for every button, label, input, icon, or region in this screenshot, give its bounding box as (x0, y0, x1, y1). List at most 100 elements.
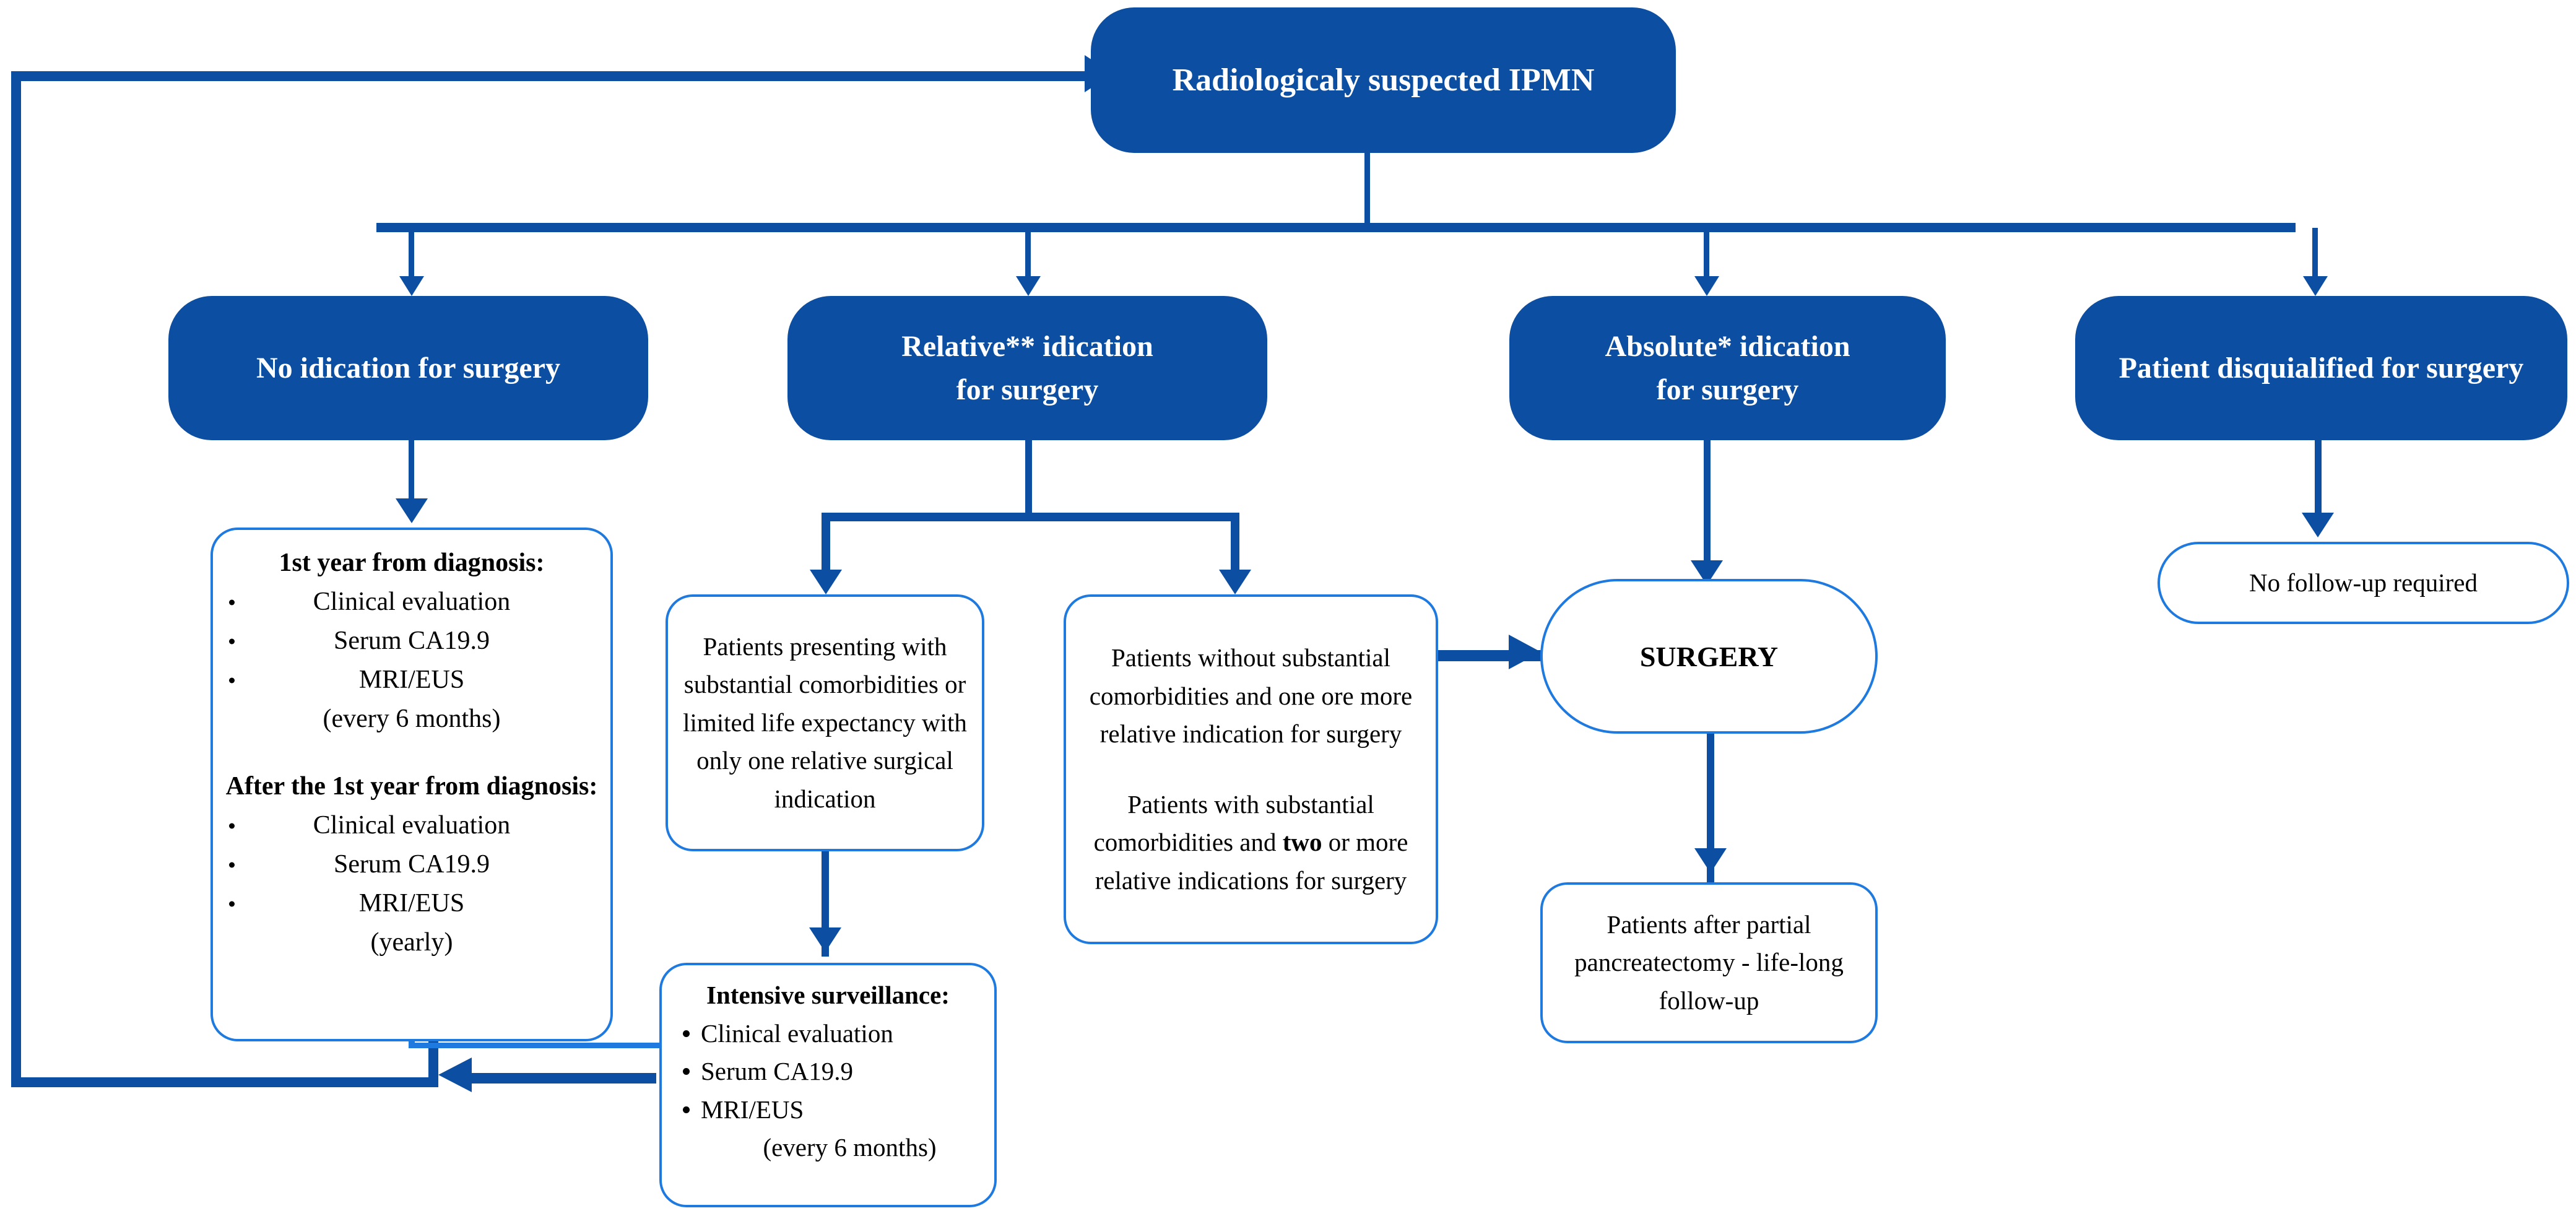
connector-no-indication-to-surveillance (409, 440, 414, 508)
node-label-line1: Relative** idication (901, 329, 1153, 363)
connector-surgery-to-postop (1707, 734, 1714, 882)
postop-line: Patients after partial (1607, 910, 1811, 939)
arrow-to-disqualified (2303, 276, 2328, 296)
candidates-line-with-emphasis: comorbidities and two or more (1076, 823, 1426, 862)
comorbid-line: only one relative surgical (696, 746, 953, 775)
node-surveillance-schedule[interactable]: 1st year from diagnosis: Clinical evalua… (210, 528, 613, 1041)
connector-relative-stem (1025, 440, 1032, 520)
intensive-item: Clinical evaluation (701, 1018, 893, 1048)
feedback-loop-bottom-line (11, 1077, 438, 1087)
surveillance-item-row: Serum CA19.9 (223, 845, 601, 884)
relative-split-right-drop (1231, 513, 1239, 587)
candidates-emphasis-two: two (1282, 828, 1322, 856)
surveillance-to-feedback-line (409, 1043, 755, 1048)
node-no-followup-required[interactable]: No follow-up required (2158, 542, 2569, 624)
node-label: Radiologicaly suspected IPMN (1172, 62, 1595, 98)
intensive-frequency: (every 6 months) (763, 1133, 937, 1162)
relative-split-left-drop (822, 513, 830, 587)
candidates-line: Patients with substantial (1127, 789, 1374, 819)
node-no-indication-for-surgery[interactable]: No idication for surgery (168, 296, 648, 440)
node-surgical-candidates[interactable]: Patients without substantial comorbiditi… (1064, 594, 1438, 944)
node-label: No idication for surgery (256, 351, 561, 384)
intensive-to-feedback-line (471, 1073, 656, 1084)
bullet-icon (229, 599, 235, 605)
surveillance-item-row: Clinical evaluation (223, 806, 601, 845)
surveillance-item: MRI/EUS (358, 889, 465, 918)
surveillance-item-row: Serum CA19.9 (223, 622, 601, 661)
node-surgery[interactable]: SURGERY (1540, 579, 1878, 734)
bullet-icon (683, 1106, 690, 1113)
bullet-icon (229, 638, 235, 644)
node-absolute-indication-for-surgery[interactable]: Absolute* idication for surgery (1509, 296, 1946, 440)
surveillance-heading-first-year: 1st year from diagnosis: (279, 549, 545, 577)
connector-absolute-to-surgery (1704, 440, 1711, 570)
feedback-loop-left-rail (11, 71, 21, 1087)
intensive-item-row: Serum CA19.9 (672, 1053, 984, 1091)
bullet-icon (229, 901, 235, 906)
intensive-item: MRI/EUS (701, 1095, 804, 1124)
dropper-disqualified (2312, 228, 2318, 290)
intensive-item: Serum CA19.9 (701, 1057, 853, 1085)
node-label-line2: for surgery (1656, 373, 1799, 406)
intensive-item-row: Clinical evaluation (672, 1015, 984, 1053)
arrow-to-relative (1016, 276, 1041, 296)
arrow-into-nofollowup-box (2302, 513, 2334, 537)
bullet-icon (229, 862, 235, 867)
arrow-into-comorbid-box (810, 570, 842, 594)
surveillance-item: Serum CA19.9 (334, 850, 490, 879)
node-comorbidities-single-relative-indication[interactable]: Patients presenting with substantial com… (666, 594, 984, 851)
dropper-no-indication (409, 228, 414, 290)
comorbid-line: indication (774, 784, 876, 813)
candidates-text-post: or more (1322, 828, 1408, 856)
node-label-line2: for surgery (956, 373, 1099, 406)
node-relative-indication-for-surgery[interactable]: Relative** idication for surgery (787, 296, 1267, 440)
comorbid-line: substantial comorbidities or (683, 670, 966, 699)
bullet-icon (683, 1030, 690, 1037)
surgery-label: SURGERY (1639, 640, 1779, 672)
intensive-heading: Intensive surveillance: (706, 981, 950, 1009)
arrow-into-candidates-box (1219, 570, 1251, 594)
intensive-to-feedback-arrowhead (438, 1057, 472, 1092)
node-post-surgery-followup[interactable]: Patients after partial pancreatectomy - … (1540, 882, 1878, 1043)
candidates-line: relative indications for surgery (1095, 866, 1407, 895)
dropper-absolute (1704, 228, 1709, 290)
arrow-into-postop-box (1694, 848, 1727, 873)
arrow-to-no-indication (399, 276, 424, 296)
surveillance-frequency-after-first-year: (yearly) (370, 928, 453, 957)
node-label-line1: Absolute* idication (1605, 329, 1850, 363)
surveillance-heading-after-first-year: After the 1st year from diagnosis: (225, 772, 598, 801)
candidates-line: Patients without substantial (1111, 643, 1390, 672)
root-stem (1364, 149, 1370, 228)
arrow-into-surveillance-box (396, 498, 428, 523)
surveillance-item-row: Clinical evaluation (223, 583, 601, 622)
node-radiologically-suspected-ipmn[interactable]: Radiologicaly suspected IPMN (1091, 7, 1676, 153)
surveillance-item: Clinical evaluation (313, 588, 511, 616)
comorbid-line: Patients presenting with (703, 632, 947, 661)
candidates-line: comorbidities and one ore more (1089, 681, 1413, 710)
distribution-bar (376, 223, 2296, 232)
candidates-line: relative indication for surgery (1099, 719, 1402, 748)
postop-line: pancreatectomy - life-long (1574, 948, 1844, 977)
comorbid-line: limited life expectancy with (683, 708, 967, 737)
node-label: Patient disquialified for surgery (2118, 351, 2524, 384)
surveillance-item-row: MRI/EUS (223, 661, 601, 700)
arrow-candidates-to-surgery (1509, 635, 1541, 669)
bullet-icon (229, 823, 235, 828)
feedback-loop-top-line (11, 71, 1095, 81)
nofollowup-label: No follow-up required (2249, 568, 2478, 597)
surveillance-item-row: MRI/EUS (223, 884, 601, 923)
feedback-loop-bottom-riser (428, 1040, 438, 1087)
bullet-icon (683, 1068, 690, 1075)
arrow-to-absolute (1694, 276, 1719, 296)
surveillance-frequency-first-year: (every 6 months) (323, 705, 501, 733)
candidates-text-pre: comorbidities and (1093, 828, 1283, 856)
dropper-relative (1025, 228, 1031, 290)
node-intensive-surveillance[interactable]: Intensive surveillance: Clinical evaluat… (659, 963, 997, 1207)
surveillance-item: MRI/EUS (358, 666, 465, 694)
connector-disqualified-to-nofollowup (2315, 440, 2322, 526)
relative-split-bar (822, 513, 1239, 521)
bullet-icon (229, 677, 235, 683)
node-patient-disqualified-for-surgery[interactable]: Patient disquialified for surgery (2075, 296, 2567, 440)
surveillance-item: Serum CA19.9 (334, 627, 490, 655)
